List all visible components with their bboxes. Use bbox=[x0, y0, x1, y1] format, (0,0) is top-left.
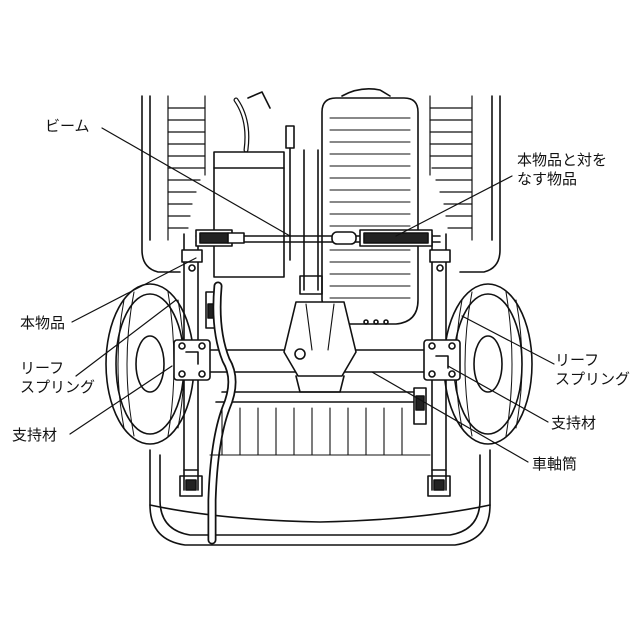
label-leaf-spring-left: リーフ スプリング bbox=[20, 359, 95, 397]
fuel-tank bbox=[322, 89, 418, 324]
canister-box bbox=[214, 92, 294, 277]
floor-ribs bbox=[210, 408, 430, 455]
label-beam: ビーム bbox=[45, 117, 90, 136]
label-leaf-spring-left-line2: スプリング bbox=[20, 378, 95, 397]
this-article-bracket bbox=[182, 250, 450, 271]
left-support-plate bbox=[174, 340, 210, 380]
left-body-ribs bbox=[168, 96, 205, 240]
right-body-ribs bbox=[430, 96, 472, 240]
right-support-plate bbox=[424, 340, 460, 380]
label-leaf-spring-left-line1: リーフ bbox=[20, 359, 95, 378]
label-counterpart-line1: 本物品と対を bbox=[517, 151, 607, 170]
propeller-shaft bbox=[300, 150, 322, 294]
label-support-left: 支持材 bbox=[12, 426, 57, 445]
label-counterpart-line2: なす物品 bbox=[517, 170, 607, 189]
label-leaf-spring-right: リーフ スプリング bbox=[555, 351, 630, 389]
label-support-right: 支持材 bbox=[551, 414, 596, 433]
label-this-article: 本物品 bbox=[20, 314, 65, 333]
label-axle-housing: 車軸筒 bbox=[532, 455, 577, 474]
label-counterpart: 本物品と対を なす物品 bbox=[517, 151, 607, 189]
label-leaf-spring-right-line2: スプリング bbox=[555, 370, 630, 389]
label-leaf-spring-right-line1: リーフ bbox=[555, 351, 630, 370]
differential bbox=[284, 302, 356, 392]
